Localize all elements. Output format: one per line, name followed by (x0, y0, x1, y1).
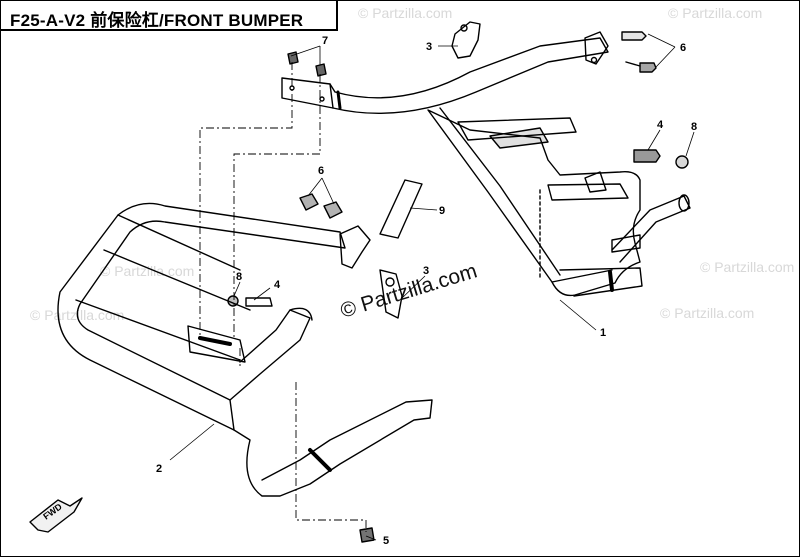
callout-3-mid: 3 (423, 265, 429, 277)
leader-lines (169, 33, 695, 541)
callout-4-right: 4 (657, 119, 664, 131)
callout-1: 1 (600, 327, 606, 339)
callout-8-left: 8 (236, 271, 242, 283)
watermark-top: © Partzilla.com (358, 5, 452, 21)
alignment-lines (199, 62, 367, 532)
fwd-arrow-icon (29, 497, 83, 533)
bumper-1 (427, 107, 691, 297)
callout-2: 2 (156, 463, 162, 475)
nut-5 (359, 527, 375, 543)
bracket-3-top (451, 21, 609, 65)
bracket-3-mid (339, 225, 403, 319)
callout-9: 9 (439, 205, 445, 217)
bumper-2 (57, 202, 433, 497)
callout-3-top: 3 (426, 41, 432, 53)
callout-4-left: 4 (274, 279, 281, 291)
bolts-6-top (621, 31, 657, 73)
watermark-right-2: © Partzilla.com (700, 259, 794, 275)
callout-6-mid: 6 (318, 165, 324, 177)
upper-crossbar (281, 37, 609, 115)
bolt-4-left (227, 295, 273, 307)
bolt-4-right (633, 149, 689, 169)
watermark-top-right: © Partzilla.com (668, 5, 762, 21)
callout-6-top: 6 (680, 42, 686, 54)
title-box: F25-A-V2 前保险杠/FRONT BUMPER (0, 0, 338, 31)
watermark-left-2: © Partzilla.com (100, 263, 194, 279)
bolts-6-mid (299, 193, 343, 219)
sleeve-9 (379, 179, 423, 239)
callout-8-right: 8 (691, 121, 697, 133)
callout-7: 7 (322, 35, 328, 47)
callouts: 3 6 7 4 8 9 6 3 4 8 1 2 5 (156, 35, 697, 547)
nuts-7 (287, 51, 327, 77)
callout-5: 5 (383, 535, 389, 547)
watermark-right: © Partzilla.com (660, 305, 754, 321)
diagram-title: F25-A-V2 前保险杠/FRONT BUMPER (10, 11, 304, 30)
